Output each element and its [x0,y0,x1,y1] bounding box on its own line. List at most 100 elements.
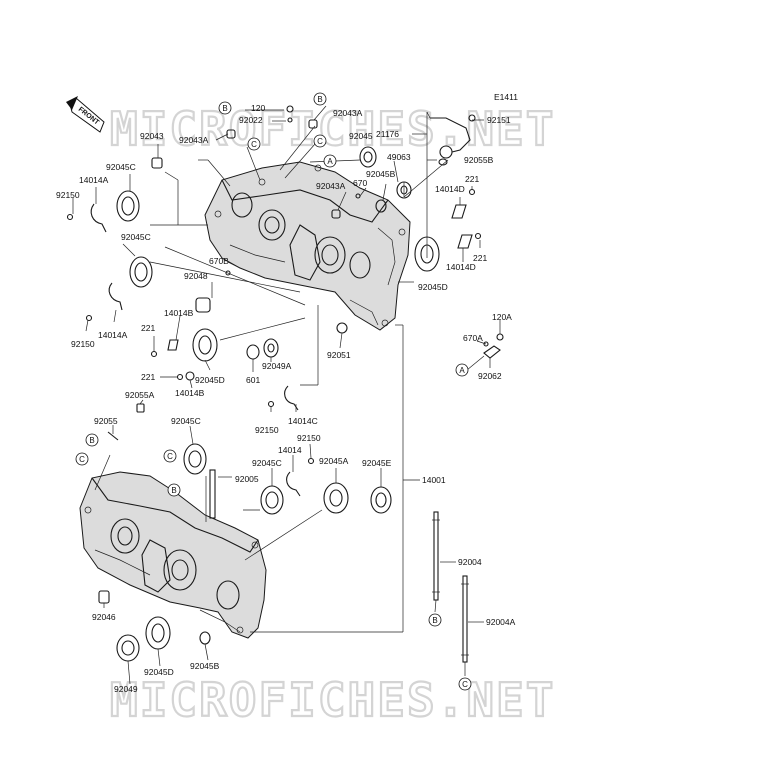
dowel-92043a-a [226,129,236,139]
ref-mark-b-1: B [218,101,232,115]
label-120: 120 [251,103,265,113]
label-92045c-2: 92045C [121,232,151,242]
dowel-92048 [195,297,211,313]
label-92045d-3: 92045D [144,667,174,677]
label-221-4: 221 [141,372,155,382]
part-labels: 120 92043A 92022 92043 92043A 92045 9204… [56,103,516,694]
label-14014a-1: 14014A [79,175,109,185]
bearing-92045a [323,482,349,514]
bearing-92045e [370,486,392,514]
label-14014b-2: 14014B [175,388,205,398]
plate-14014b-a [167,339,179,351]
label-14014b-1: 14014B [164,308,194,318]
bolt-92150-d [307,457,315,465]
label-92043: 92043 [140,131,164,141]
seal-92045b-b [199,631,211,645]
svg-text:C: C [79,455,85,464]
label-92045: 92045 [349,131,373,141]
label-92049a: 92049A [262,361,292,371]
label-92005: 92005 [235,474,259,484]
label-92043a-2: 92043A [179,135,209,145]
label-92045b-2: 92045B [190,661,220,671]
bolt-92150-a [66,213,74,221]
bearing-92045d-c [145,616,171,650]
dowel-92055a [136,403,145,413]
bearing-92045c-d [260,485,284,515]
svg-text:C: C [462,680,468,689]
label-601: 601 [246,375,260,385]
svg-text:C: C [167,452,173,461]
label-92043a-1: 92043A [333,108,363,118]
label-92004a: 92004A [486,617,516,627]
bolt-92150-c [267,400,275,408]
label-670: 670 [353,178,367,188]
label-14014c: 14014C [288,416,318,426]
pin-92055 [107,431,119,441]
label-14001: 14001 [422,475,446,485]
label-221-2: 221 [473,253,487,263]
bracket-92062 [483,345,501,359]
seal-601 [246,344,260,360]
label-92062: 92062 [478,371,502,381]
front-arrow-icon: FRONT [66,96,105,133]
bolt-221-a [468,188,476,196]
dowel-92046 [98,590,110,604]
clip-14014a-b [108,282,123,311]
label-92055a: 92055A [125,390,155,400]
bearing-92045 [359,146,377,168]
label-92022: 92022 [239,115,263,125]
bolt-221-b [474,232,482,240]
ref-mark-b-3: B [85,433,99,447]
label-92004: 92004 [458,557,482,567]
watermark-top: MICROFICHES.NET [110,102,555,156]
ref-mark-b-4: B [167,483,181,497]
label-92046: 92046 [92,612,116,622]
ref-mark-c-5: C [458,677,472,691]
bolt-120a [496,333,504,341]
ref-mark-c-3: C [75,452,89,466]
ref-mark-c-4: C [163,449,177,463]
ref-mark-c-2: C [313,134,327,148]
label-21176: 21176 [376,129,399,139]
label-221-1: 221 [465,174,479,184]
bearing-92045d-a [192,328,218,362]
label-92150-4: 92150 [255,425,279,435]
label-14014a-2: 14014A [98,330,128,340]
bolt-92151 [468,114,476,122]
seal-92049 [116,634,140,662]
upper-crankcase [204,161,411,331]
label-92045b-1: 92045B [366,169,396,179]
seal-92051 [336,322,348,334]
bearing-92045c-b [129,256,153,288]
seal-92045b-a [375,199,387,213]
bolt-120 [286,105,294,113]
label-92045a: 92045A [319,456,349,466]
label-120a: 120A [492,312,512,322]
label-92043a-3: 92043A [316,181,346,191]
svg-text:B: B [171,486,176,495]
clip-14014a-a [90,203,107,233]
pin-92005 [209,469,216,519]
seal-92049a [263,338,279,358]
label-92045c-3: 92045C [171,416,201,426]
label-14014d-1: 14014D [435,184,465,194]
bearing-92045c-a [116,190,140,222]
stud-92004 [432,511,440,601]
label-92055b: 92055B [464,155,494,165]
label-92150-1: 92150 [56,190,80,200]
label-92045c-4: 92045C [252,458,282,468]
ref-mark-a-1: A [323,154,337,168]
label-92045d-1: 92045D [418,282,448,292]
bolt-221-d [176,373,184,381]
plate-14014b-b [185,371,195,381]
hose-21176 [430,117,471,159]
svg-text:B: B [317,95,322,104]
ref-mark-a-2: A [455,363,469,377]
svg-text:B: B [432,616,437,625]
watermark-bottom: MICROFICHES.NET [110,673,555,727]
label-92049: 92049 [114,684,138,694]
label-92048: 92048 [184,271,208,281]
pin-670b [225,270,231,276]
svg-text:A: A [327,157,333,166]
